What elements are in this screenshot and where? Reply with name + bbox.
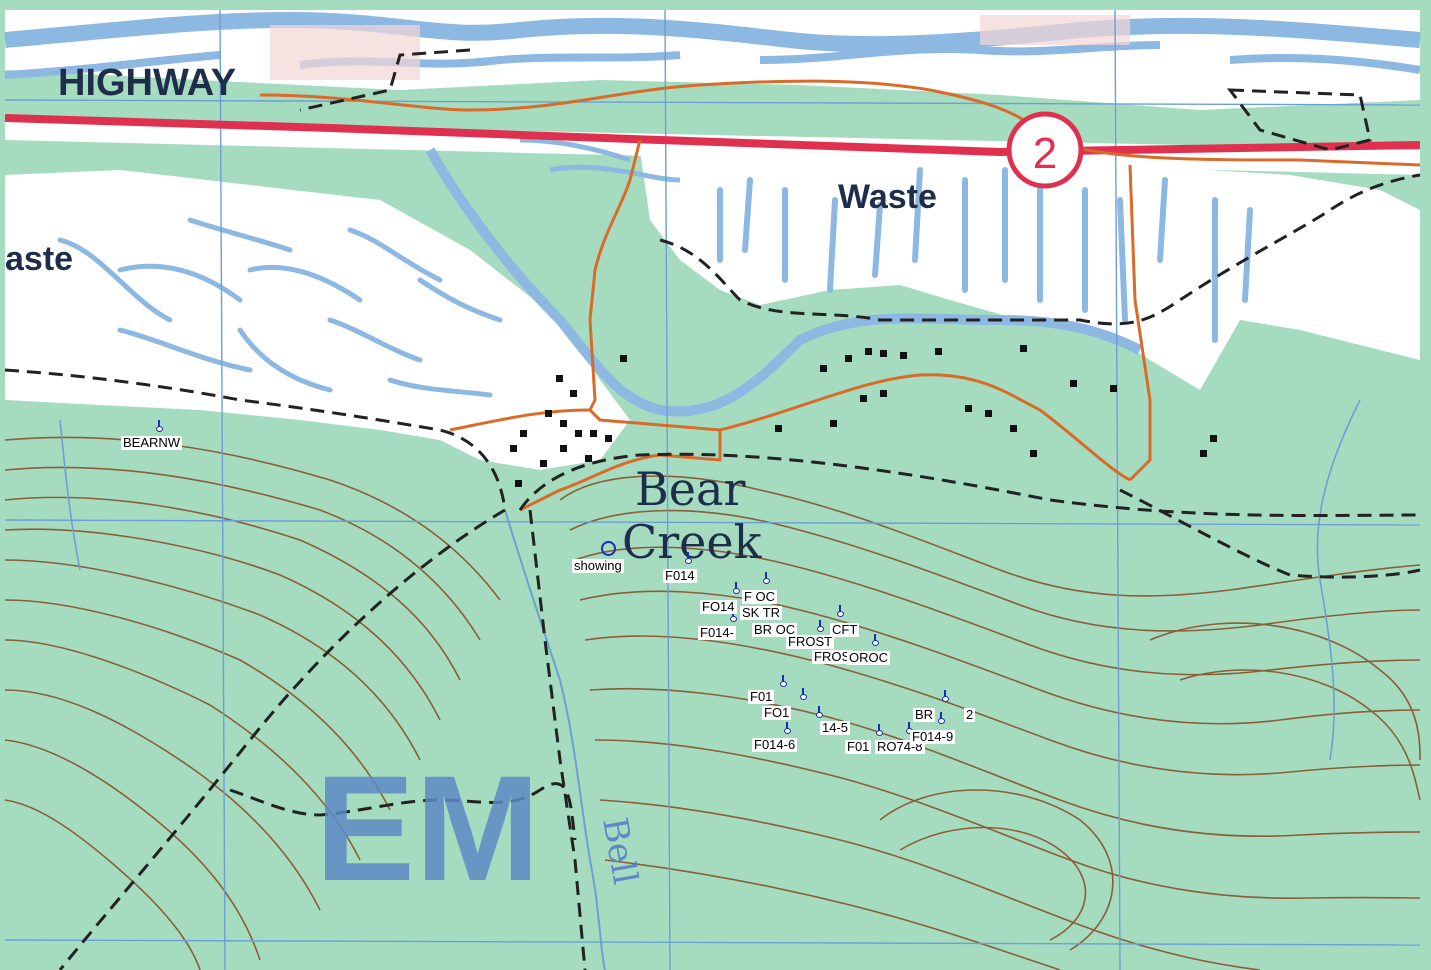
waste-label-left: aste [5, 240, 73, 278]
sample-label: F014- [698, 625, 736, 640]
sample-marker[interactable] [730, 610, 738, 622]
sample-marker[interactable] [942, 690, 950, 702]
route-shield [1006, 111, 1084, 189]
sample-label: FROS [812, 649, 853, 664]
bear-label: Bear [635, 462, 745, 516]
stream [1316, 399, 1361, 761]
sample-label: 2 [964, 707, 976, 722]
river-channel [519, 137, 681, 183]
sample-marker[interactable] [837, 605, 845, 617]
sample-label: BR OC [752, 622, 798, 637]
secondary-roads[interactable] [259, 79, 1421, 512]
sample-marker[interactable] [800, 688, 808, 700]
bell-creek [504, 509, 606, 970]
sample-marker[interactable] [685, 552, 693, 564]
river-channel [4, 41, 1421, 79]
sample-marker[interactable] [763, 572, 771, 584]
sample-marker[interactable] [872, 634, 880, 646]
gravel-bar [270, 25, 420, 80]
gravel-bar [980, 15, 1130, 45]
sample-label: FROST [786, 634, 835, 649]
showing-marker[interactable] [601, 541, 616, 556]
contour-lines [4, 436, 1421, 970]
sample-marker[interactable] [780, 675, 788, 687]
route-number: 2 [1033, 129, 1057, 178]
sample-marker[interactable] [938, 712, 946, 724]
stream [59, 419, 81, 571]
sample-marker[interactable] [816, 706, 824, 718]
sample-label: 14-5 [820, 720, 851, 735]
sample-marker[interactable] [784, 722, 792, 734]
trails[interactable] [4, 48, 1421, 970]
highway-road[interactable] [4, 114, 1421, 157]
sample-marker[interactable] [876, 724, 884, 736]
sample-marker[interactable] [733, 582, 741, 594]
sample-label: F014 [663, 568, 697, 583]
sample-label: F014-6 [752, 737, 798, 752]
waste-label-center: Waste [838, 178, 937, 216]
em-label: EM [315, 744, 540, 912]
sample-label: showing [572, 558, 624, 573]
sample-marker[interactable] [156, 420, 164, 432]
buildings [510, 345, 1217, 487]
sample-label: F01 [748, 689, 775, 704]
sample-label: BEARNW [121, 435, 183, 450]
braided-streams-right [717, 167, 1253, 343]
river-channel [4, 11, 1421, 53]
sample-marker[interactable] [817, 620, 825, 632]
creek-label: Creek [622, 515, 763, 569]
sample-label: CFT [830, 622, 860, 637]
braided-streams-left [57, 217, 503, 398]
highway-label: HIGHWAY [58, 62, 236, 104]
sample-label: BR [913, 707, 936, 722]
sample-label: FO1 [762, 705, 792, 720]
sample-label: F OC [742, 589, 778, 604]
sample-label: FO14 [700, 599, 737, 614]
sample-label: SK TR [740, 605, 783, 620]
sample-label: F014-9 [910, 729, 956, 744]
sample-label: OROC [847, 650, 890, 665]
sample-label: F01 [845, 739, 872, 754]
